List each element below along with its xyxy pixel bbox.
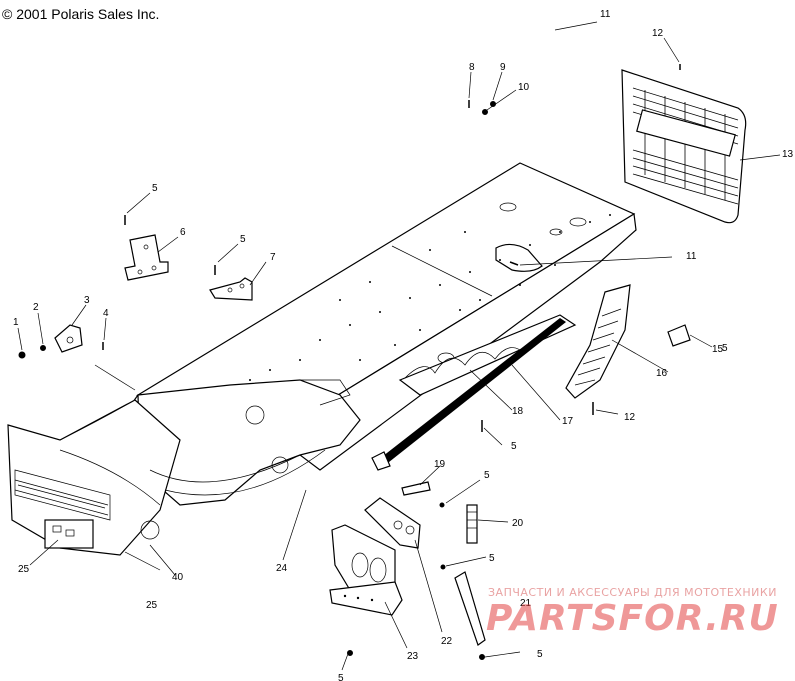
callout-20: 20 — [512, 518, 524, 529]
callout-9: 9 — [500, 62, 506, 73]
bracket-23 — [329, 524, 403, 616]
callout-12b: 12 — [624, 412, 636, 423]
strap-20 — [466, 504, 478, 544]
plate-19 — [401, 481, 431, 496]
callout-5d: 5 — [511, 441, 517, 452]
callout-3: 3 — [84, 295, 90, 306]
callout-5b: 5 — [240, 234, 246, 245]
callout-5a: 5 — [152, 183, 158, 194]
callout-11a: 11 — [600, 9, 611, 20]
copyright-notice: © 2001 Polaris Sales Inc. — [2, 6, 160, 22]
callout-15: 15 — [712, 344, 724, 355]
callout-5c: 5 — [722, 343, 728, 354]
bracket-7 — [209, 277, 253, 301]
rear-bumper — [403, 9, 605, 137]
watermark-tagline: ЗАПЧАСТИ И АКСЕССУАРЫ ДЛЯ МОТОТЕХНИКИ — [488, 586, 777, 599]
callout-5g: 5 — [537, 649, 543, 660]
callout-18: 18 — [512, 406, 524, 417]
leader-lines — [17, 21, 781, 671]
watermark-logo: PARTSFOR.RU — [486, 598, 779, 639]
callout-40: 40 — [172, 572, 184, 583]
bracket-6 — [124, 234, 169, 281]
callout-5f: 5 — [489, 553, 495, 564]
side-brace — [371, 314, 577, 471]
callout-23: 23 — [407, 651, 419, 662]
callout-6: 6 — [180, 227, 186, 238]
callout-7: 7 — [270, 252, 276, 263]
callout-4: 4 — [103, 308, 109, 319]
callout-25b: 25 — [146, 600, 158, 611]
callout-22: 22 — [441, 636, 453, 647]
callout-21: 21 — [520, 598, 532, 609]
callout-10: 10 — [518, 82, 530, 93]
running-board — [565, 284, 631, 399]
callout-11b: 11 — [686, 251, 697, 262]
snow-flap — [621, 69, 747, 224]
callout-5e: 5 — [484, 470, 490, 481]
callout-13: 13 — [782, 149, 794, 160]
bracket-3 — [54, 324, 83, 353]
callout-5h: 5 — [338, 673, 344, 681]
callout-2: 2 — [33, 302, 39, 313]
callout-24: 24 — [276, 563, 288, 574]
front-bulkhead — [7, 379, 361, 556]
callout-16: 16 — [656, 368, 668, 379]
callouts: 1 2 3 4 5 5 5 5 5 5 5 5 6 7 8 9 10 11 11… — [13, 9, 794, 681]
bracket-21 — [454, 571, 486, 646]
callout-19: 19 — [434, 459, 446, 470]
callout-12a: 12 — [652, 28, 664, 39]
callout-8: 8 — [469, 62, 475, 73]
plate-15 — [667, 324, 691, 347]
callout-17: 17 — [562, 416, 574, 427]
callout-1: 1 — [13, 317, 19, 328]
bracket-22 — [364, 497, 421, 549]
callout-25a: 25 — [18, 564, 30, 575]
